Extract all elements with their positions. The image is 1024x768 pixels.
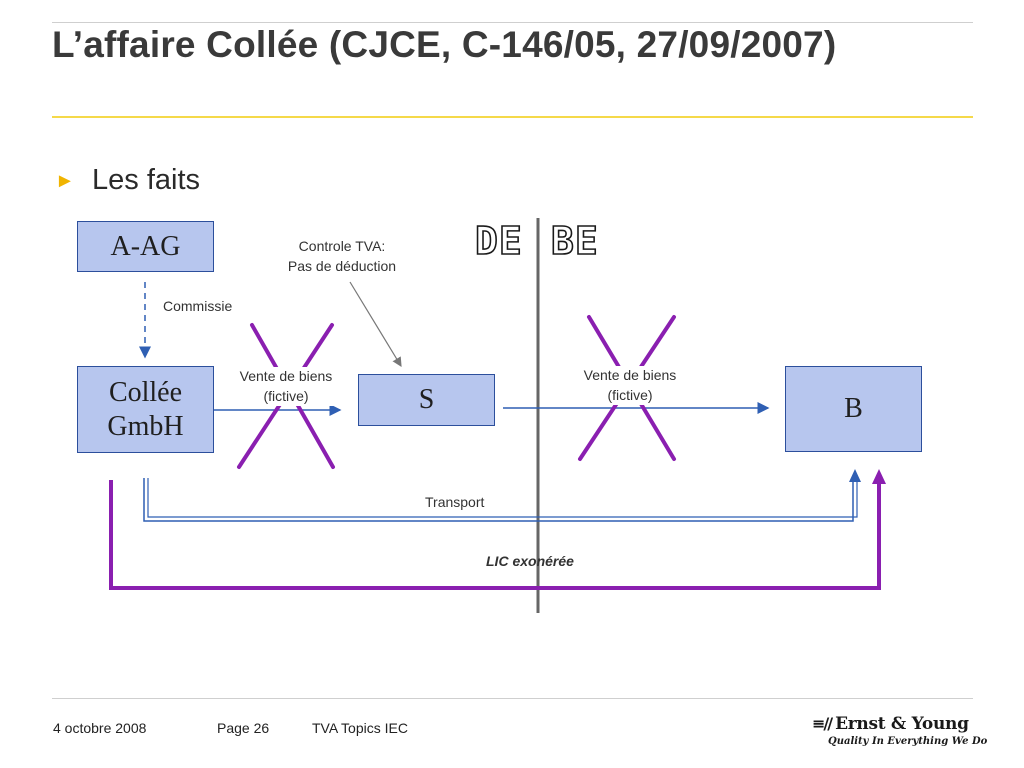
top-rule — [52, 22, 973, 23]
label-commissie: Commissie — [163, 298, 233, 314]
footer-rule — [52, 698, 973, 699]
ey-mark-icon: ≡// — [812, 714, 833, 733]
box-b: B — [785, 366, 922, 452]
transport-arrow — [143, 478, 854, 522]
label-vente-fictive-2: Vente de biens (fictive) — [570, 366, 690, 406]
footer-page: Page 26 — [217, 720, 270, 736]
label-lic-exoneree: LIC exonérée — [486, 553, 574, 569]
box-collee-line1: Collée — [108, 376, 183, 408]
label-vente-fictive-1: Vente de biens (fictive) — [226, 367, 346, 407]
country-label-be: BE — [550, 218, 599, 264]
country-label-de: DE — [474, 218, 523, 264]
logo-tagline: Quality In Everything We Do — [828, 736, 988, 747]
title-underline — [52, 116, 973, 118]
transport-arrow-inner — [147, 478, 858, 518]
transport-arrowhead — [849, 469, 861, 482]
logo-name: Ernst & Young — [835, 714, 969, 734]
bullet-text: Les faits — [92, 164, 200, 196]
lic-arrow — [109, 478, 881, 590]
label-controle-tva: Controle TVA: Pas de déduction — [287, 238, 397, 274]
box-s: S — [358, 374, 495, 426]
label-transport: Transport — [425, 494, 485, 510]
lic-arrowhead — [872, 469, 886, 484]
box-a-ag: A-AG — [77, 221, 214, 272]
box-collee-line2: GmbH — [107, 410, 184, 442]
slide-title: L’affaire Collée (CJCE, C-146/05, 27/09/… — [52, 24, 837, 65]
footer-date: 4 octobre 2008 — [53, 720, 147, 736]
controle-arrow — [349, 281, 402, 368]
triangle-right-bullet-icon: ► — [55, 170, 75, 192]
footer-topic: TVA Topics IEC — [312, 720, 408, 736]
ernst-young-logo: ≡//Ernst & Young Quality In Everything W… — [812, 714, 987, 747]
box-collee-gmbh: Collée GmbH — [77, 366, 214, 453]
